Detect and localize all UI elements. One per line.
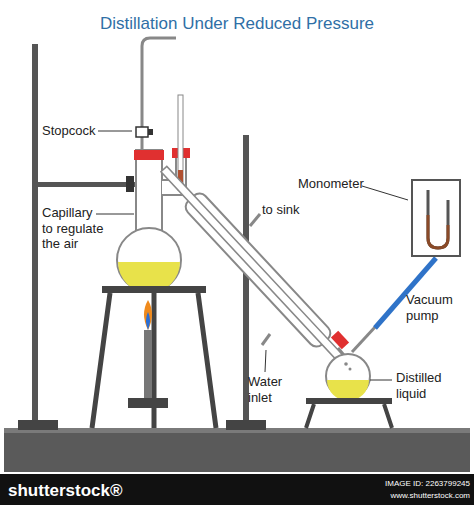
part-label: Monometer [298, 176, 368, 192]
part-label: Distilled liquid [396, 370, 466, 401]
part-label: Capillary to regulate the air [42, 205, 104, 252]
watermark-logo: shutterstock® [8, 481, 148, 501]
diagram-title: Distillation Under Reduced Pressure [100, 14, 374, 34]
watermark-url: www.shutterstock.com [330, 491, 470, 501]
footer-bar [0, 474, 474, 505]
bench [4, 428, 470, 472]
part-label: Water inlet [248, 374, 298, 405]
part-label: Vacuum pump [406, 292, 470, 323]
part-label: Stopcock [42, 123, 102, 139]
part-label: to sink [262, 202, 322, 218]
image-id: IMAGE ID: 2263799245 [330, 479, 470, 489]
